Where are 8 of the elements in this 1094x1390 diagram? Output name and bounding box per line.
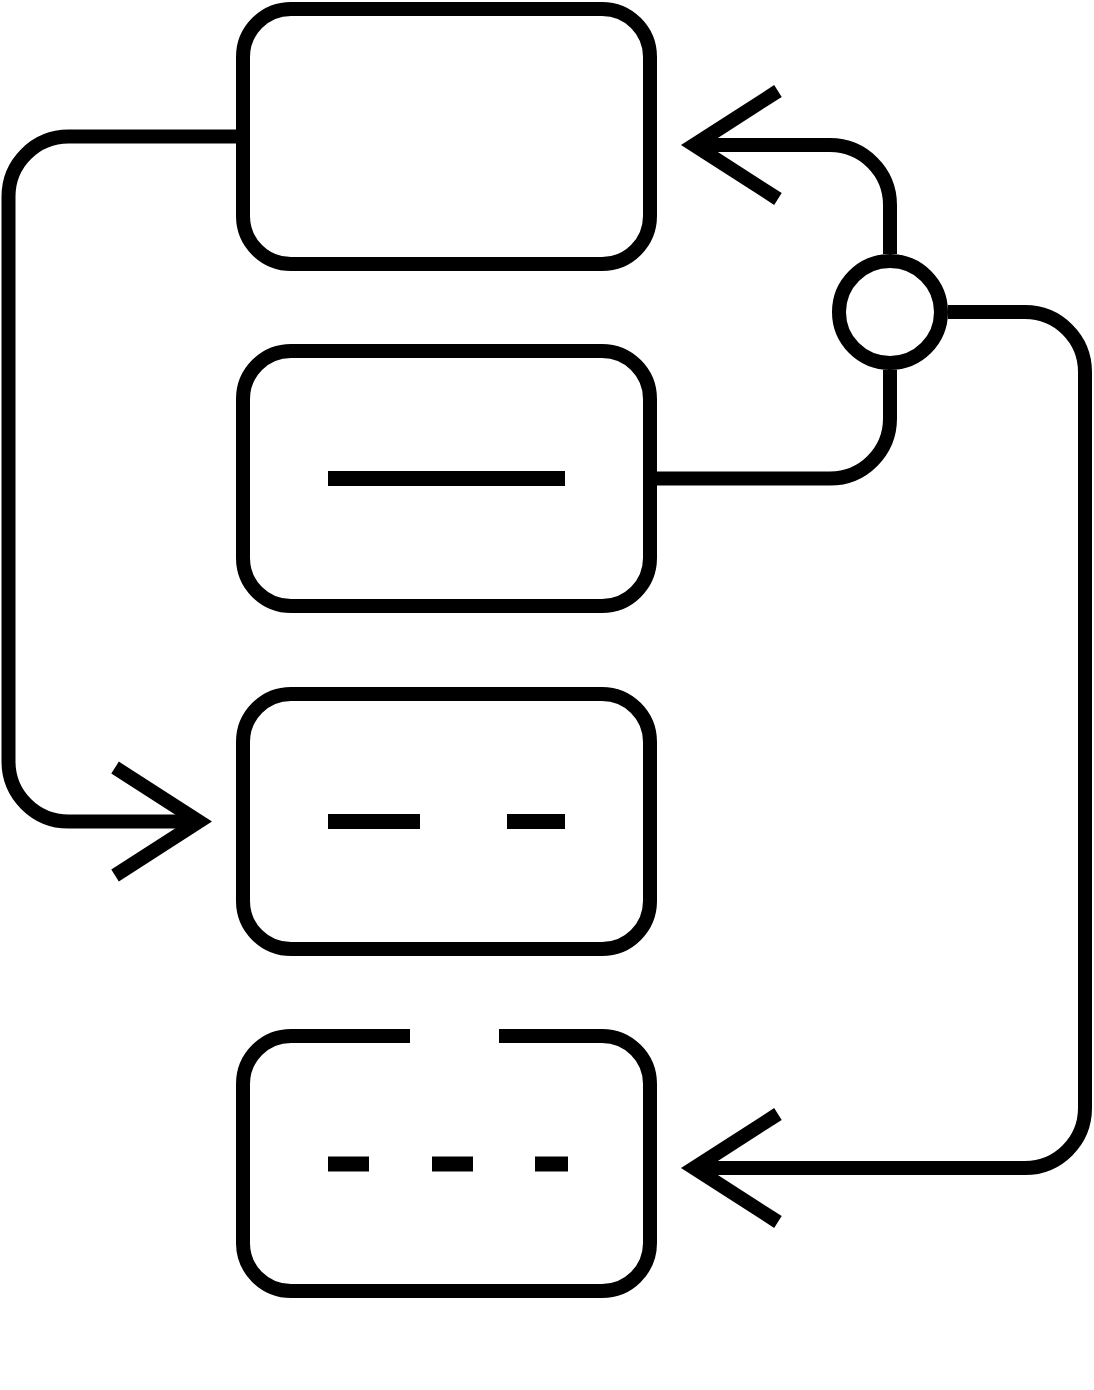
- process-box: [236, 687, 657, 956]
- process-box: [236, 2, 657, 271]
- connector-circle: [832, 254, 948, 370]
- process-box: [236, 344, 657, 613]
- process-box: [236, 1029, 657, 1298]
- connector-line: [657, 370, 897, 486]
- arrow: [681, 305, 1092, 1228]
- arrow: [1, 129, 236, 882]
